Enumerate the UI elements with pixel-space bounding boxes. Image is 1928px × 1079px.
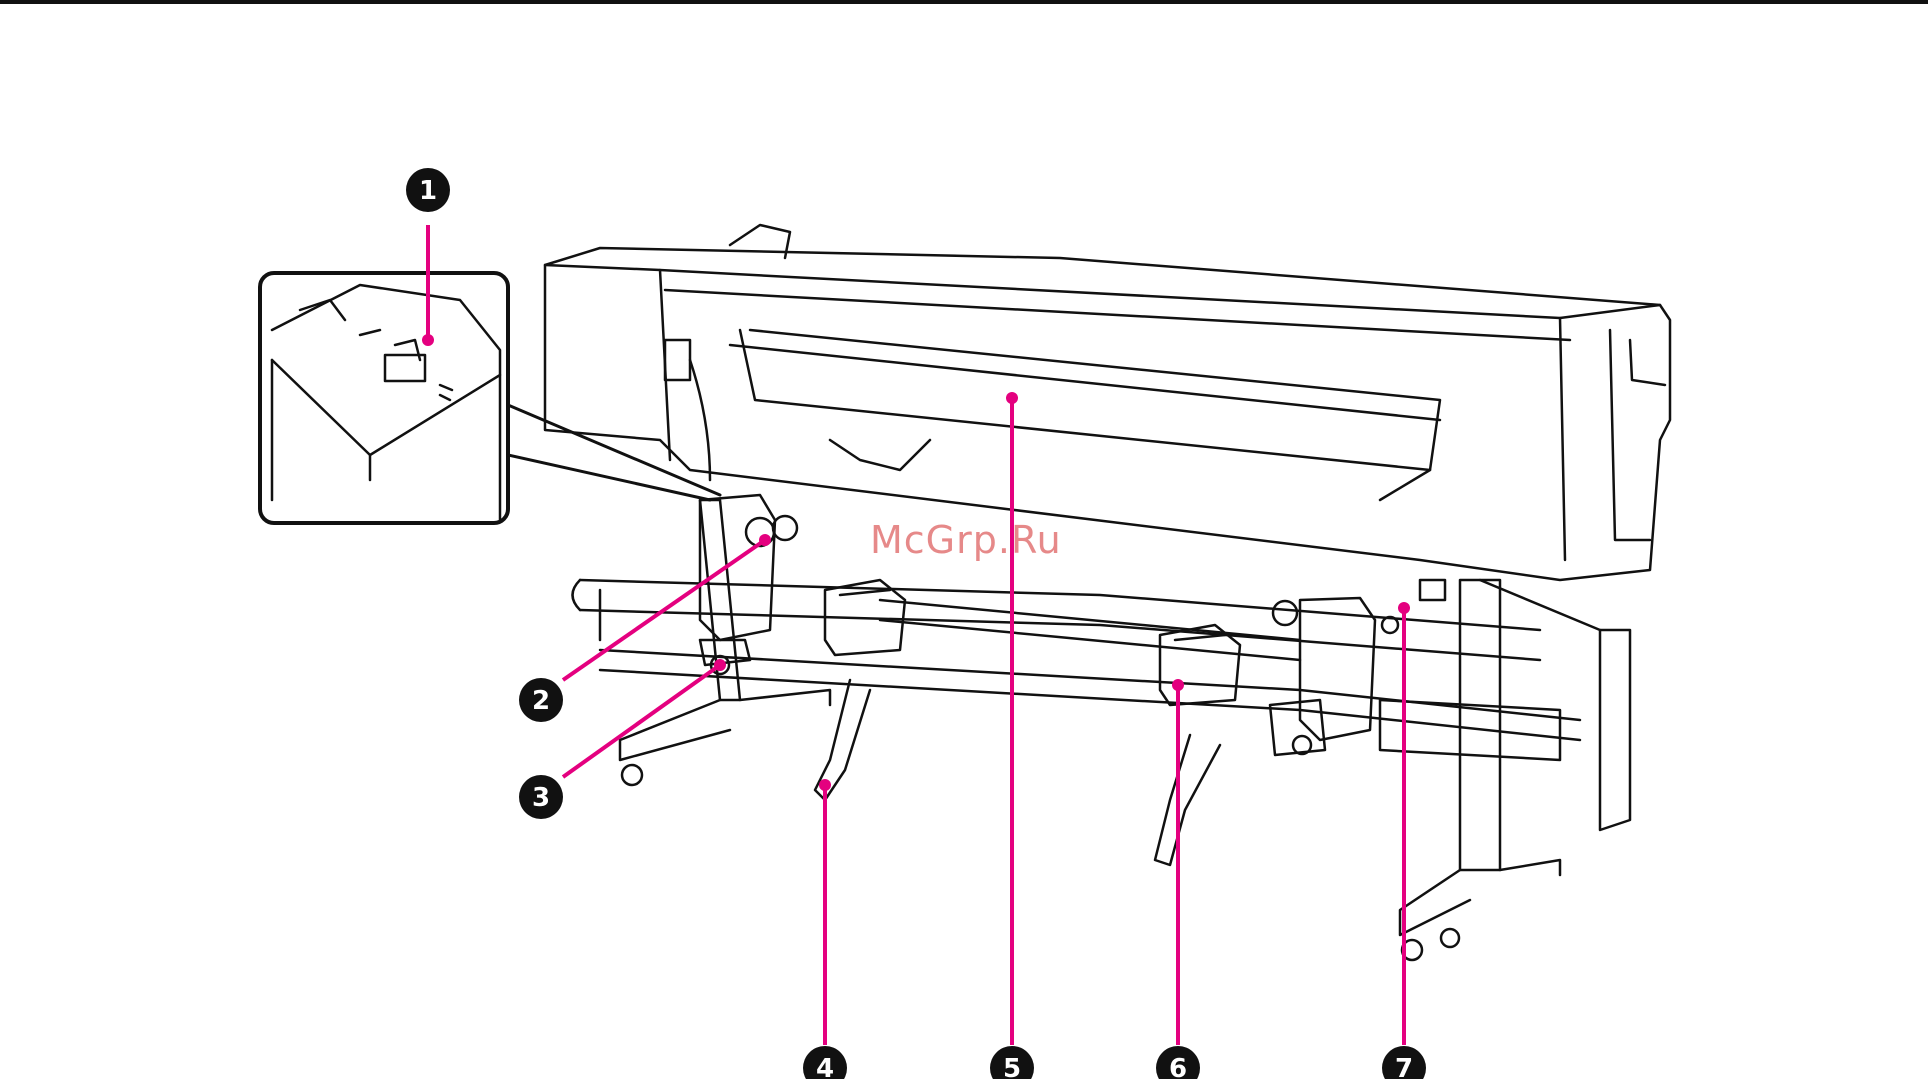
callout-4-label: 4 (816, 1054, 834, 1079)
roll-shafts (573, 580, 1581, 740)
callout-4: 4 (803, 1046, 847, 1079)
callout-5: 5 (990, 1046, 1034, 1079)
callout-1: 1 (406, 168, 450, 212)
callout-3-label: 3 (532, 783, 550, 813)
callout-7: 7 (1382, 1046, 1426, 1079)
right-roll-holder (1270, 580, 1445, 755)
callout-5-label: 5 (1003, 1054, 1021, 1079)
callout-2: 2 (519, 678, 563, 722)
inset-detail (260, 273, 508, 523)
callout-3: 3 (519, 775, 563, 819)
callout-7-label: 7 (1395, 1054, 1413, 1079)
callout-1-label: 1 (419, 176, 437, 206)
callout-6: 6 (1156, 1046, 1200, 1079)
watermark: McGrp.Ru (870, 518, 1062, 562)
callout-2-label: 2 (532, 686, 550, 716)
printer-body (545, 225, 1670, 580)
callout-anchors (422, 334, 1410, 791)
callout-6-label: 6 (1169, 1054, 1187, 1079)
